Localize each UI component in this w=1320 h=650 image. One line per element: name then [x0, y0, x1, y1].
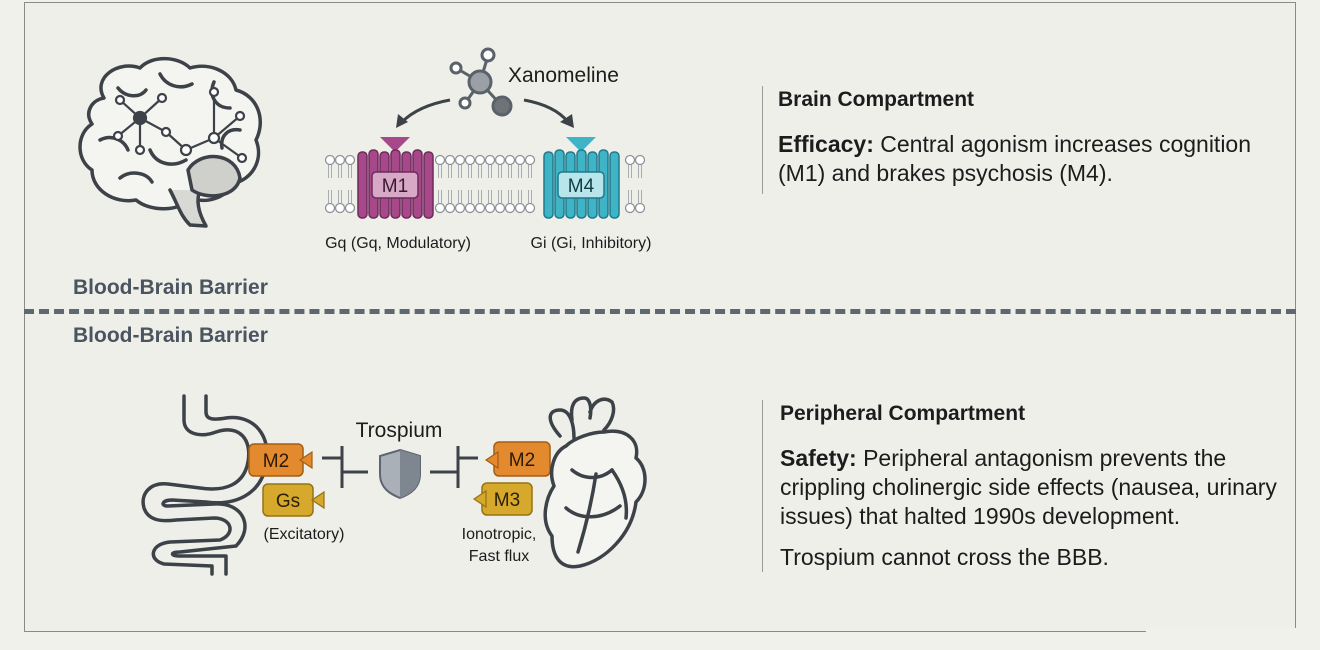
brain-compartment-diagram: Xanomeline M1	[78, 47, 652, 252]
heart-m2-receptor: M2	[484, 441, 551, 477]
arrowhead-left	[396, 114, 408, 128]
brain-compartment-heading: Brain Compartment	[778, 88, 975, 111]
lipid-head	[484, 202, 496, 214]
lipid-head	[464, 154, 476, 166]
peripheral-compartment-heading: Peripheral Compartment	[780, 402, 1026, 425]
xanomeline-label: Xanomeline	[508, 64, 619, 87]
brain-panel-rule	[762, 86, 763, 194]
gut-gs-receptor: Gs	[262, 483, 325, 517]
ionotropic-caption-line1: Ionotropic,	[462, 526, 537, 543]
peripheral-compartment-diagram: M2 Gs (Excitatory) Trospium M2 M3 Ionotr…	[141, 394, 647, 576]
gut-m2-receptor: M2	[248, 443, 313, 477]
excitatory-caption: (Excitatory)	[264, 526, 345, 543]
lipid-head	[624, 202, 636, 214]
heart-m2-label: M2	[509, 450, 535, 471]
intestine-icon	[141, 394, 269, 576]
efficacy-label: Efficacy:	[778, 131, 874, 157]
trospium-label: Trospium	[356, 419, 443, 442]
lipid-head	[474, 154, 486, 166]
lipid-head	[454, 202, 466, 214]
bbb-note: Trospium cannot cross the BBB.	[780, 544, 1109, 570]
gi-caption: Gi (Gi, Inhibitory)	[531, 235, 652, 252]
blood-brain-barrier-line	[24, 309, 1296, 314]
lipid-head	[344, 154, 356, 166]
brain-compartment-panel: Brain Compartment Efficacy: Central agon…	[778, 88, 1278, 200]
m1-label: M1	[382, 176, 408, 197]
peripheral-panel-rule	[762, 400, 763, 572]
lipid-head	[504, 202, 516, 214]
lipid-head	[464, 202, 476, 214]
gut-gs-label: Gs	[276, 491, 300, 512]
brain-network-icon	[112, 86, 248, 164]
heart-icon	[543, 396, 647, 569]
peripheral-compartment-panel: Peripheral Compartment Safety: Periphera…	[780, 402, 1280, 584]
gq-caption: Gq (Gq, Modulatory)	[325, 235, 471, 252]
heart-m3-label: M3	[494, 490, 520, 511]
ionotropic-caption-line2: Fast flux	[469, 548, 529, 565]
lipid-head	[454, 154, 466, 166]
efficacy-paragraph: Efficacy: Central agonism increases cogn…	[778, 130, 1278, 188]
lipid-head	[514, 154, 526, 166]
molecule-icon	[449, 47, 513, 117]
cell-membrane	[324, 154, 646, 214]
lipid-head	[324, 154, 336, 166]
shield-icon	[379, 448, 421, 500]
lipid-head	[494, 154, 506, 166]
efficacy-text: Central agonism increases cognition (M1)…	[778, 131, 1252, 186]
lipid-head	[514, 202, 526, 214]
lipid-head	[334, 202, 346, 214]
antagonist-block-right	[430, 446, 478, 488]
lipid-head	[524, 154, 536, 166]
lipid-head	[524, 202, 536, 214]
heart-m3-receptor: M3	[472, 482, 533, 516]
m1-receptor: M1	[357, 137, 434, 219]
lipid-head	[624, 154, 636, 166]
m4-label: M4	[568, 176, 595, 197]
safety-label: Safety:	[780, 445, 857, 471]
lipid-head	[324, 202, 336, 214]
arrowhead-right	[560, 114, 574, 128]
safety-paragraph: Safety: Peripheral antagonism prevents t…	[780, 444, 1280, 531]
lipid-head	[634, 154, 646, 166]
lipid-head	[444, 202, 456, 214]
lipid-head	[334, 154, 346, 166]
lipid-head	[444, 154, 456, 166]
m4-receptor: M4	[543, 137, 620, 219]
brain-icon	[78, 56, 262, 228]
lipid-head	[504, 154, 516, 166]
antagonist-block-left	[322, 446, 368, 488]
lipid-head	[484, 154, 496, 166]
bbb-label-bottom: Blood-Brain Barrier	[73, 324, 268, 347]
lipid-head	[474, 202, 486, 214]
lipid-head	[494, 202, 506, 214]
lipid-head	[344, 202, 356, 214]
bbb-label-top: Blood-Brain Barrier	[73, 276, 268, 299]
safety-text: Peripheral antagonism prevents the cripp…	[780, 445, 1277, 529]
agonist-arrows	[400, 98, 570, 124]
lipid-head	[634, 202, 646, 214]
lipid-head	[434, 154, 446, 166]
gut-m2-label: M2	[263, 451, 289, 472]
lipid-head	[434, 202, 446, 214]
